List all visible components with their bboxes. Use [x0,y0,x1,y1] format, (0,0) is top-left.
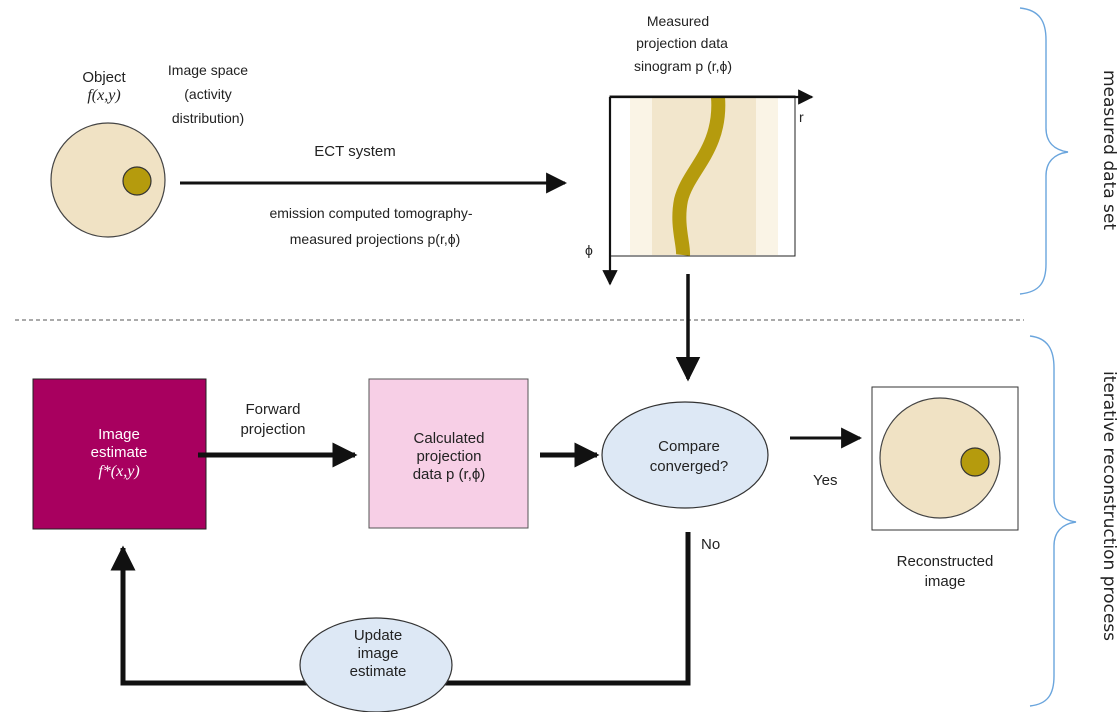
image-space-line-2: (activity [184,86,231,102]
measured-data-set-label: measured data set [1099,70,1119,230]
sinogram-title-line-3: sinogram p (r,ϕ) [634,58,732,74]
sinogram-title-line-2: projection data [636,35,728,51]
reconstructed-circle [879,397,1001,519]
image-space-line-3: distribution) [172,110,244,126]
forward-projection-line-1: Forward [245,401,300,418]
image-estimate-rect [32,378,207,530]
image-estimate-box: Image estimate f*(x,y) [32,378,207,530]
ect-description-line-1: emission computed tomography- [269,205,472,221]
update-line-1: Update [354,627,402,644]
update-ellipse [299,617,453,712]
yes-label: Yes [813,472,837,489]
calculated-line-2: projection [416,448,481,465]
sinogram-group: Measured projection data sinogram p (r,ϕ… [585,13,814,286]
phi-axis-label: ϕ [585,242,593,258]
image-space-label: Image space (activity distribution) [168,62,248,126]
iterative-reconstruction-label: iterative reconstruction process [1099,371,1119,641]
image-estimate-line-1: Image [98,426,140,443]
object-group: Object f(x,y) [50,69,166,238]
sinogram-curve [672,96,726,256]
object-label: Object [82,69,126,86]
reconstructed-line-1: Reconstructed [897,553,994,570]
reconstructed-spot [960,447,990,477]
ect-description-line-2: measured projections p(r,ϕ) [290,231,460,247]
sinogram-title-line-1: Measured [647,13,709,29]
update-line-3: estimate [350,663,407,680]
calculated-projection-box: Calculated projection data p (r,ϕ) [368,378,529,529]
reconstructed-image-group: Reconstructed image [871,386,1019,590]
sinogram-inner-band [652,97,756,255]
r-axis-label: r [799,109,804,125]
object-circle [50,122,166,238]
iterative-brace [1029,335,1077,707]
forward-projection-line-2: projection [240,421,305,438]
activity-spot [122,166,152,196]
compare-ellipse-group: Compare converged? [601,401,769,509]
image-estimate-line-2: estimate [91,444,148,461]
update-line-2: image [358,645,399,662]
no-label: No [701,536,720,553]
calculated-projection-rect [368,378,529,529]
calculated-line-3: data p (r,ϕ) [413,466,486,483]
calculated-line-1: Calculated [414,430,485,447]
ect-arrow-group: ECT system emission computed tomography-… [180,143,568,247]
compare-line-2: converged? [650,458,728,475]
reconstructed-line-2: image [925,573,966,590]
ect-system-label: ECT system [314,143,395,160]
measured-brace [1019,7,1069,295]
image-space-line-1: Image space [168,62,248,78]
object-function: f(x,y) [87,87,120,104]
update-ellipse-group: Update image estimate [299,617,453,712]
image-estimate-func: f*(x,y) [98,463,139,480]
compare-ellipse [601,401,769,509]
compare-line-1: Compare [658,438,720,455]
